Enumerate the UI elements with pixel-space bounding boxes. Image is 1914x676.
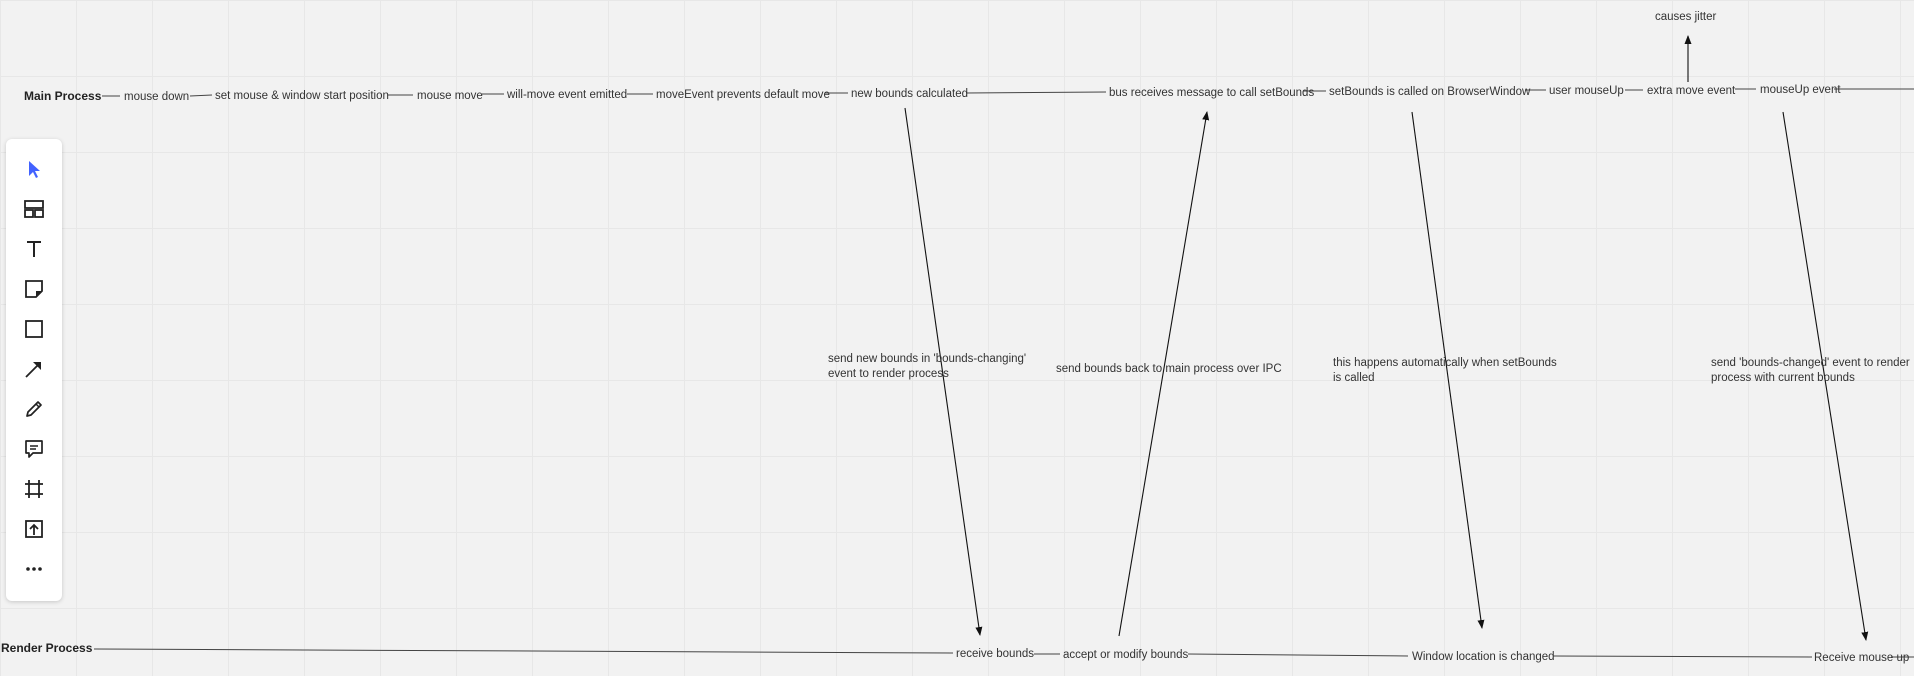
comment-tool[interactable] xyxy=(20,435,48,463)
connector-tool[interactable] xyxy=(20,355,48,383)
pen-tool[interactable] xyxy=(20,395,48,423)
render-step-accept-or-modify[interactable]: accept or modify bounds xyxy=(1063,649,1189,661)
render-process-title: Render Process xyxy=(1,641,93,655)
templates-tool[interactable] xyxy=(20,195,48,223)
left-toolbar xyxy=(6,139,62,601)
step-mouseup-event[interactable]: mouseUp event xyxy=(1760,84,1841,96)
arrow-connector-icon xyxy=(25,362,41,378)
step-setbounds-called[interactable]: setBounds is called on BrowserWindow xyxy=(1329,86,1531,98)
render-step-receive-bounds[interactable]: receive bounds xyxy=(956,648,1034,660)
shape-tool[interactable] xyxy=(20,315,48,343)
step-bus-receives-message[interactable]: bus receives message to call setBounds xyxy=(1109,87,1314,99)
main-process-timeline xyxy=(102,88,1914,97)
causes-jitter-note[interactable]: causes jitter xyxy=(1655,11,1717,23)
step-extra-move-event[interactable]: extra move event xyxy=(1647,85,1736,97)
step-new-bounds-calculated[interactable]: new bounds calculated xyxy=(851,88,968,100)
step-mouse-move[interactable]: mouse move xyxy=(417,90,483,102)
arrow-bounds-changed[interactable] xyxy=(1782,111,1869,641)
more-options-tool[interactable] xyxy=(20,555,48,583)
upload-icon xyxy=(25,520,43,538)
step-set-start-position[interactable]: set mouse & window start position xyxy=(215,90,389,102)
step-user-mouseup[interactable]: user mouseUp xyxy=(1549,85,1624,97)
note-bounds-changed[interactable]: send 'bounds-changed' event to render pr… xyxy=(1711,357,1910,384)
select-tool[interactable] xyxy=(20,155,48,183)
comment-icon xyxy=(25,440,43,458)
arrow-auto-setbounds[interactable] xyxy=(1411,111,1485,629)
frame-tool[interactable] xyxy=(20,475,48,503)
pen-icon xyxy=(26,401,42,417)
arrow-send-back-ipc[interactable] xyxy=(1118,111,1210,637)
select-cursor-icon xyxy=(29,161,40,178)
step-mouse-down[interactable]: mouse down xyxy=(124,91,189,103)
text-icon xyxy=(27,241,41,257)
step-prevent-default-move[interactable]: moveEvent prevents default move xyxy=(656,89,830,101)
upload-tool[interactable] xyxy=(20,515,48,543)
render-step-window-location-changed[interactable]: Window location is changed xyxy=(1412,651,1555,663)
note-send-back-ipc[interactable]: send bounds back to main process over IP… xyxy=(1056,363,1282,375)
note-auto-setbounds[interactable]: this happens automatically when setBound… xyxy=(1333,357,1557,384)
render-step-receive-mouse-up[interactable]: Receive mouse up xyxy=(1814,652,1909,664)
more-options-icon xyxy=(26,567,42,571)
text-tool[interactable] xyxy=(20,235,48,263)
render-process-timeline xyxy=(93,648,1914,658)
note-bounds-changing[interactable]: send new bounds in 'bounds-changing' eve… xyxy=(828,353,1027,380)
main-process-title: Main Process xyxy=(24,89,102,103)
arrow-bounds-changing[interactable] xyxy=(904,107,983,636)
rectangle-shape-icon xyxy=(25,320,43,338)
layout-templates-icon xyxy=(24,200,44,218)
step-will-move-emitted[interactable]: will-move event emitted xyxy=(506,89,627,101)
frame-icon xyxy=(25,480,43,498)
sticky-note-icon xyxy=(25,280,43,298)
sticky-note-tool[interactable] xyxy=(20,275,48,303)
